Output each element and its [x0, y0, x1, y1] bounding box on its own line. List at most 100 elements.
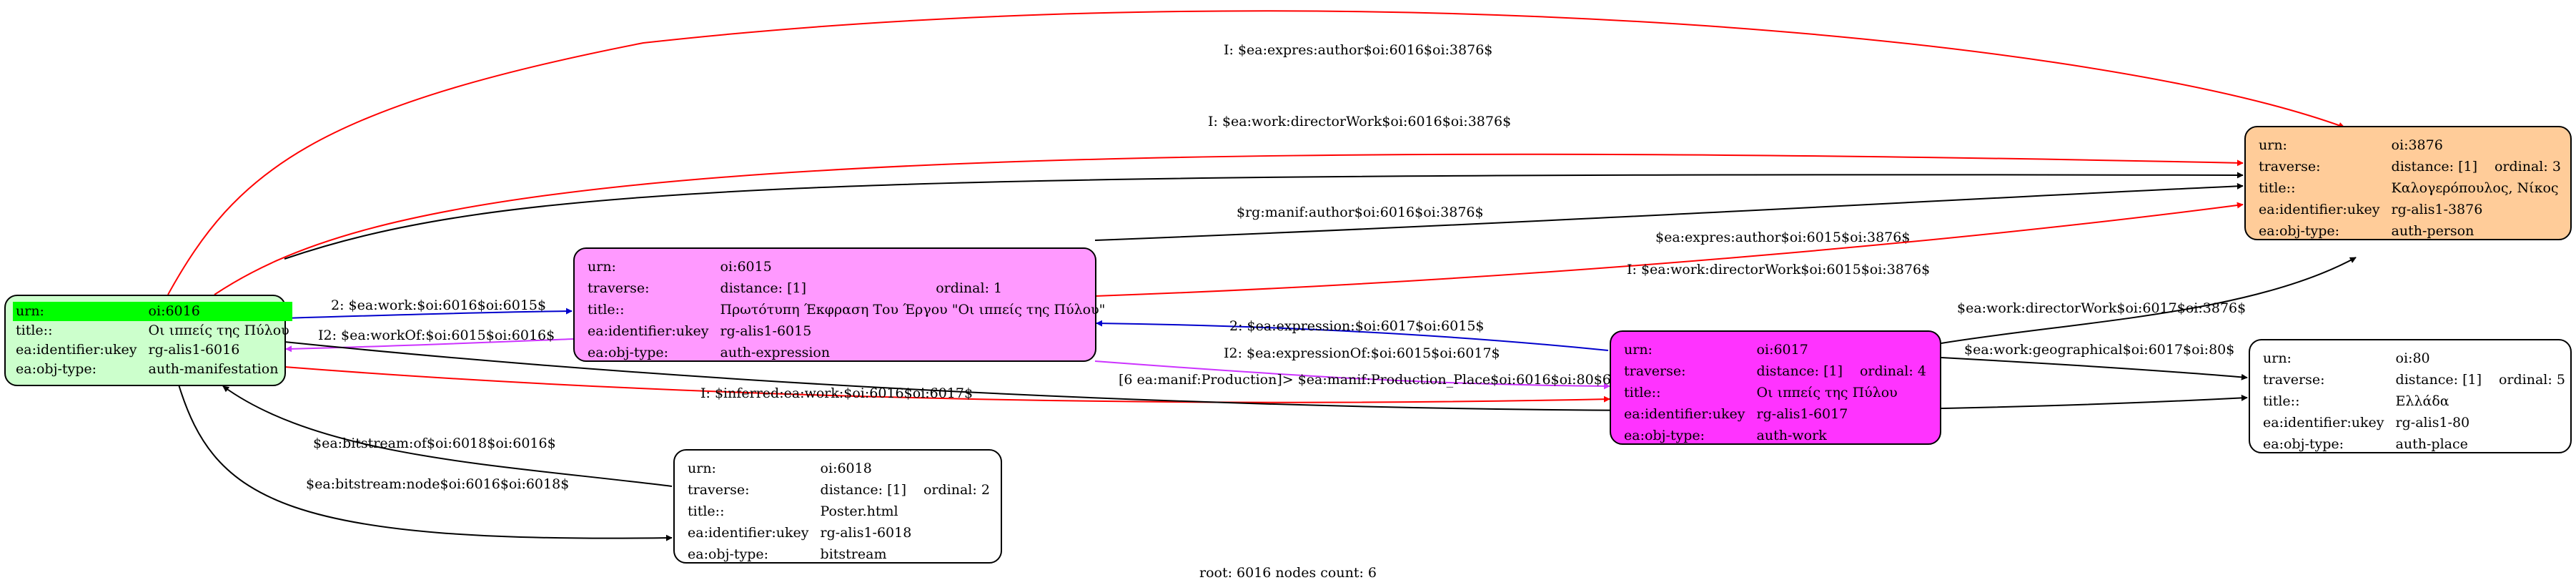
edge-directorwork-6017-3876	[1941, 257, 2357, 344]
edge-label-directorwork-6017-3876: $ea:work:directorWork$oi:6017$oi:3876$	[1957, 300, 2246, 316]
edge-label-inferred-work-6016-6017: I: $inferred:ea:work:$oi:6016$oi:6017$	[700, 385, 973, 401]
node-field-key: ea:obj-type:	[16, 361, 97, 377]
node-field-value: distance: [1]	[820, 482, 906, 498]
node-oi-6017[interactable]: urn: oi:6017 traverse: distance: [1] ordina…	[1610, 330, 1941, 445]
node-field-key: ea:identifier:ukey	[16, 342, 137, 358]
node-field-key: traverse:	[2259, 159, 2321, 174]
node-field-key: title::	[16, 323, 53, 338]
node-field-value: distance: [1]	[2395, 372, 2482, 388]
node-field-value: auth-work	[1756, 428, 1827, 443]
node-field-value: Οι ιππείς της Πύλου	[1756, 385, 1898, 400]
edge-label-expression-6017-6015: 2: $ea:expression:$oi:6017$oi:6015$	[1229, 318, 1485, 334]
edge-expres-author-6016-3876	[167, 10, 2345, 295]
edge-workof-6015-6016	[285, 338, 574, 353]
node-field-key: title::	[2259, 180, 2296, 196]
node-field-key: ea:identifier:ukey	[688, 525, 809, 541]
node-oi-6016[interactable]: urn:oi:6016 title::Οι ιππείς της Πύλου e…	[4, 295, 292, 386]
edge-work-6016-6015	[284, 308, 573, 319]
node-field-key: title::	[588, 302, 625, 318]
node-field-key: title::	[2263, 393, 2300, 409]
node-field-value: oi:6018	[820, 461, 872, 476]
node-field-value: distance: [1]	[720, 280, 806, 296]
node-field-value: rg-alis1-6015	[720, 323, 812, 339]
node-field-value: Poster.html	[820, 503, 898, 519]
edge-expressionof-6015-6017	[1094, 360, 1610, 390]
node-field-key: traverse:	[1624, 363, 1686, 379]
node-field-key: ea:obj-type:	[688, 546, 769, 562]
edge-label-expres-author-6016-3876: I: $ea:expres:author$oi:6016$oi:3876$	[1224, 42, 1492, 58]
node-field-value: Πρωτότυπη Έκφραση Του Έργου "Οι ιππείς τ…	[720, 302, 1106, 318]
node-field-key: ea:identifier:ukey	[1624, 406, 1745, 422]
node-field-value: oi:6015	[720, 259, 772, 275]
node-field-value: auth-expression	[720, 345, 831, 360]
edge-manif-author-6016-3876	[284, 172, 2244, 260]
node-field-key: title::	[688, 503, 725, 519]
node-field-key: urn:	[2259, 137, 2287, 153]
edge-label-workof-6015-6016: I2: $ea:workOf:$oi:6015$oi:6016$	[318, 328, 555, 343]
edge-label-directorwork-6015-3876: I: $ea:work:directorWork$oi:6015$oi:3876…	[1627, 262, 1930, 277]
edge-expres-author-6015-3876	[1094, 182, 2244, 241]
node-field-ordinal: ordinal: 5	[2498, 372, 2565, 388]
node-field-value: rg-alis1-3876	[2391, 202, 2483, 217]
node-field-value: oi:6016	[145, 302, 292, 321]
node-field-key: urn:	[688, 461, 716, 476]
node-field-key: ea:obj-type:	[2259, 223, 2340, 239]
edge-expression-6017-6015	[1096, 320, 1609, 351]
node-field-key: traverse:	[2263, 372, 2325, 388]
node-field-key: ea:obj-type:	[588, 345, 669, 360]
node-field-key: ea:obj-type:	[1624, 428, 1705, 443]
edge-label-work-6016-6015: 2: $ea:work:$oi:6016$oi:6015$	[331, 298, 546, 313]
edge-label-bitstream-of-6018-6016: $ea:bitstream:of$oi:6018$oi:6016$	[313, 436, 556, 451]
node-field-value: bitstream	[820, 546, 887, 562]
node-field-key: ea:identifier:ukey	[588, 323, 709, 339]
node-field-value: distance: [1]	[2391, 159, 2477, 174]
node-field-key: urn:	[588, 259, 616, 275]
edge-directorwork-6015-3876	[1094, 202, 2244, 297]
edge-label-production-place-6016-80: [6 ea:manif:Production]> $ea:manif:Produ…	[1119, 372, 1611, 388]
edge-bitstream-node-6016-6018	[178, 384, 673, 541]
node-field-ordinal: ordinal: 1	[936, 280, 1003, 296]
edge-label-directorwork-6016-3876: I: $ea:work:directorWork$oi:6016$oi:3876…	[1208, 114, 1511, 129]
node-field-value: distance: [1]	[1756, 363, 1843, 379]
node-field-ordinal: ordinal: 3	[2494, 159, 2561, 174]
node-field-key: urn:	[13, 302, 146, 321]
edge-label-bitstream-node-6016-6018: $ea:bitstream:node$oi:6016$oi:6018$	[306, 476, 569, 492]
node-field-value: auth-manifestation	[148, 361, 279, 377]
node-field-value: oi:80	[2395, 350, 2430, 366]
edge-bitstream-of-6018-6016	[222, 385, 673, 487]
node-oi-6015[interactable]: urn: oi:6015 traverse: distance: [1] ordina…	[573, 247, 1105, 362]
edge-geographical-6017-80	[1941, 357, 2248, 380]
node-field-value: rg-alis1-80	[2395, 415, 2470, 431]
edge-label-expressionof-6015-6017: I2: $ea:expressionOf:$oi:6015$oi:6017$	[1224, 345, 1500, 361]
node-oi-80[interactable]: urn: oi:80 traverse: distance: [1] ordinal:…	[2249, 339, 2572, 453]
edge-label-expres-author-6015-3876: $ea:expres:author$oi:6015$oi:3876$	[1655, 230, 1910, 245]
edge-production-place-6016-80	[284, 341, 2248, 412]
node-field-value: Οι ιππείς της Πύλου	[148, 323, 289, 338]
edge-label-geographical-6017-80: $ea:work:geographical$oi:6017$oi:80$	[1964, 342, 2234, 358]
node-oi-6018[interactable]: urn:oi:6018 traverse:distance: [1]ordina…	[673, 449, 1002, 564]
node-field-key: ea:obj-type:	[2263, 436, 2344, 452]
node-field-value: Καλογερόπουλος, Νίκος	[2391, 180, 2559, 196]
edge-directorwork-6016-3876	[214, 153, 2244, 295]
node-field-value: rg-alis1-6018	[820, 525, 912, 541]
node-field-value: rg-alis1-6017	[1756, 406, 1848, 422]
node-field-value: oi:3876	[2391, 137, 2443, 153]
node-field-value: auth-place	[2395, 436, 2468, 452]
node-field-key: traverse:	[588, 280, 650, 296]
node-field-ordinal: ordinal: 4	[1859, 363, 1926, 379]
node-field-value: Ελλάδα	[2395, 393, 2449, 409]
edge-inferred-work-6016-6017	[284, 366, 1610, 403]
graph-footer: root: 6016 nodes count: 6	[1199, 565, 1377, 581]
node-field-ordinal: ordinal: 2	[923, 482, 990, 498]
node-oi-3876[interactable]: urn: oi:3876 traverse: distance: [1] ordina…	[2244, 126, 2572, 240]
node-field-value: auth-person	[2391, 223, 2475, 239]
node-field-key: ea:identifier:ukey	[2263, 415, 2384, 431]
node-field-value: oi:6017	[1756, 342, 1808, 358]
node-field-key: ea:identifier:ukey	[2259, 202, 2380, 217]
node-field-key: urn:	[1624, 342, 1653, 358]
edge-label-manif-author-6016-3876: $rg:manif:author$oi:6016$oi:3876$	[1237, 205, 1484, 220]
node-field-value: rg-alis1-6016	[148, 342, 240, 358]
node-field-key: title::	[1624, 385, 1661, 400]
node-field-key: urn:	[2263, 350, 2292, 366]
